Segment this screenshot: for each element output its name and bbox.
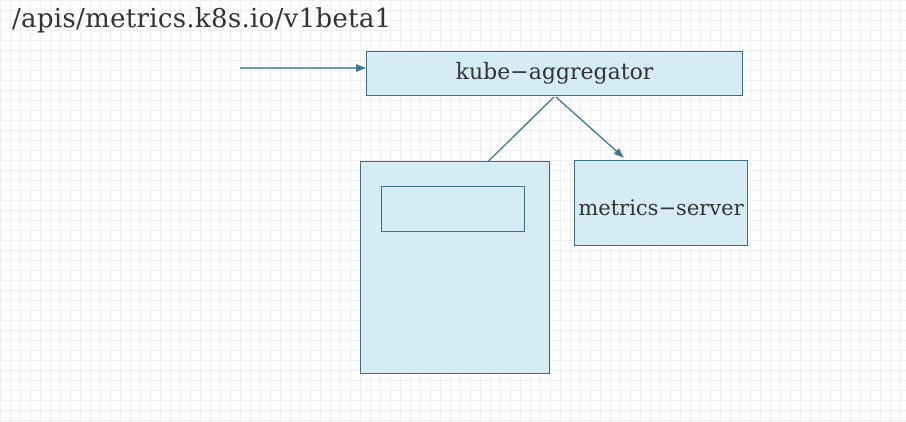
kube-aggregator-box <box>366 51 743 96</box>
inner-box <box>381 186 525 232</box>
kube-aggregator-label: kube−aggregator <box>455 60 654 85</box>
metrics-server-label: metrics−server <box>578 196 744 220</box>
aggregator-to-metrics-server-arrow <box>555 96 624 158</box>
api-path-title: /apis/metrics.k8s.io/v1beta1 <box>12 4 392 34</box>
metrics-server-box <box>574 160 748 246</box>
